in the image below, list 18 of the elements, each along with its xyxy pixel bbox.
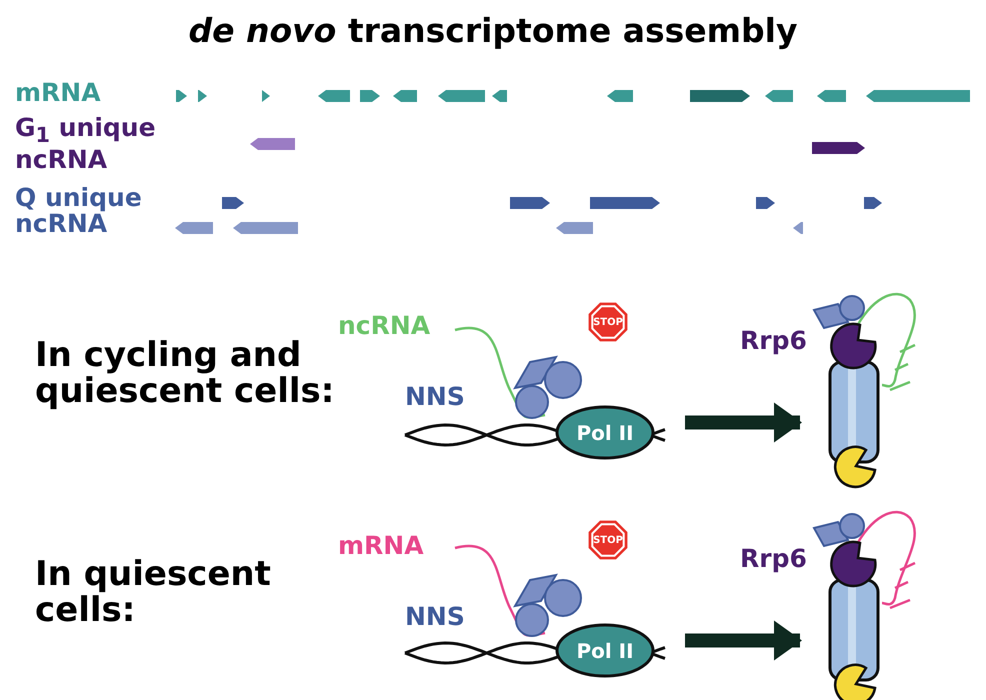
rna-label: mRNA — [338, 533, 424, 560]
stop-sign: STOP — [586, 300, 630, 344]
track-label: Q unique ncRNA — [15, 185, 143, 238]
enzyme-label: Rrp6 — [740, 328, 807, 354]
track-label: mRNA — [15, 80, 101, 106]
arrow — [685, 620, 802, 660]
rna-label: ncRNA — [338, 313, 430, 340]
row-heading: In quiescent cells: — [35, 557, 272, 628]
polymerase-ellipse: Pol II — [555, 405, 655, 460]
enzyme-label: Rrp6 — [740, 546, 807, 572]
title: de novo transcriptome assembly — [187, 14, 799, 49]
complex-label: NNS — [405, 604, 465, 630]
track-label: G$_{1}$ unique ncRNA — [15, 115, 157, 174]
complex-label: NNS — [405, 384, 465, 410]
stop-sign: STOP — [586, 518, 630, 562]
polymerase-ellipse: Pol II — [555, 623, 655, 678]
row-heading: In cycling and quiescent cells: — [35, 338, 335, 410]
arrow — [685, 402, 802, 442]
